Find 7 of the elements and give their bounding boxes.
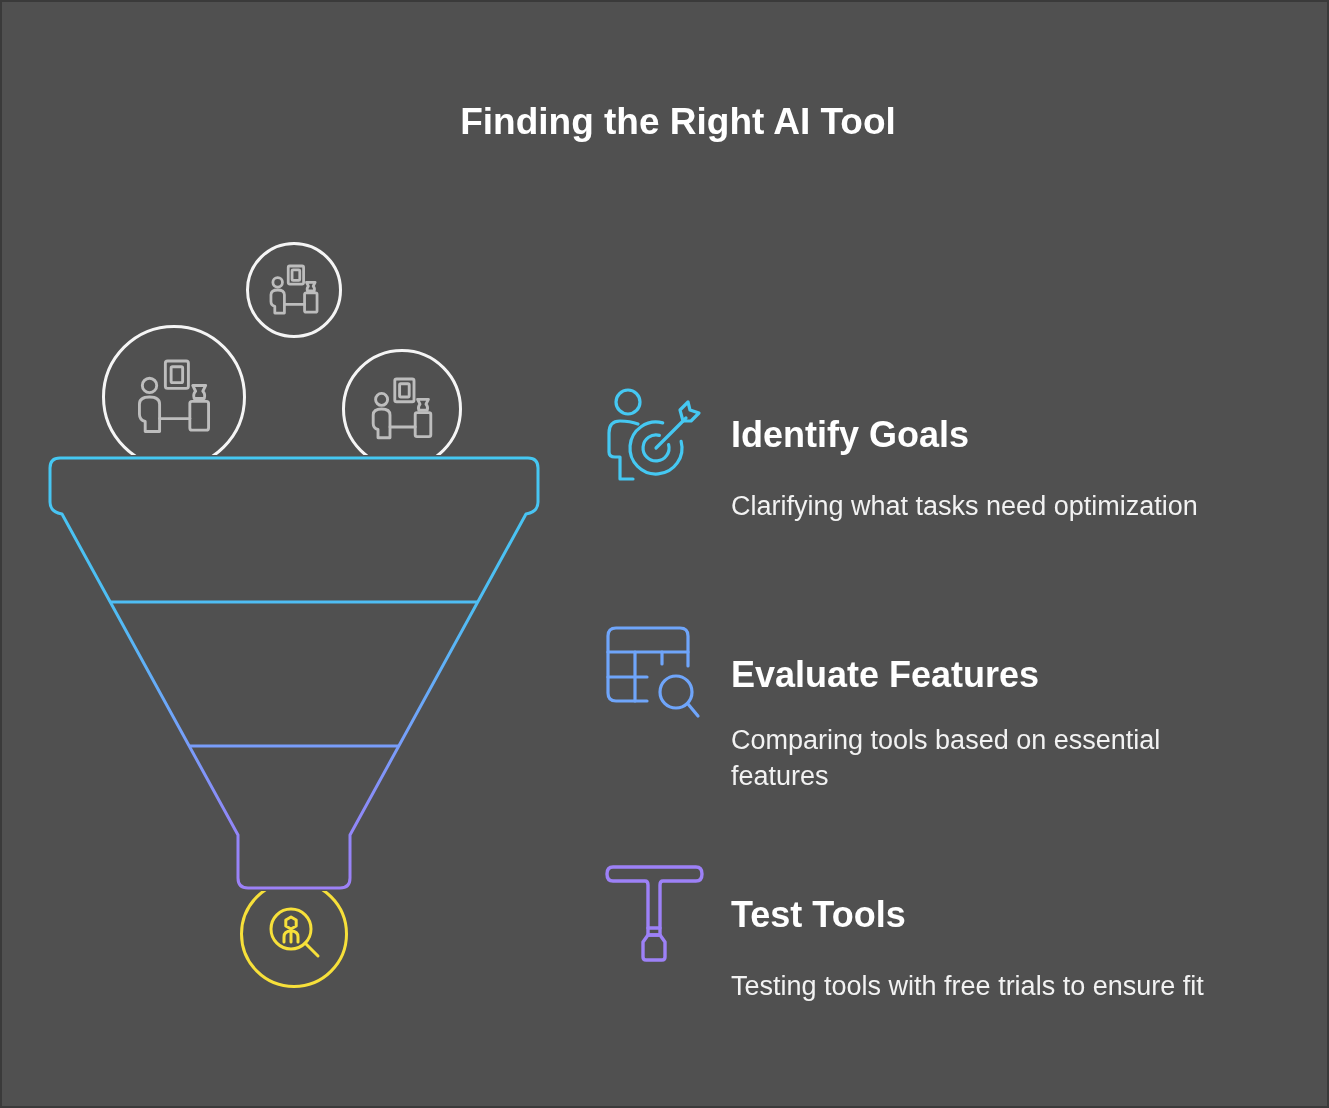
step-description: Testing tools with free trials to ensure fit: [731, 970, 1204, 1003]
step-heading: Test Tools: [731, 893, 906, 937]
step-description: Comparing tools based on essential features: [731, 724, 1162, 793]
step-heading: Evaluate Features: [731, 653, 1040, 697]
step-description: Clarifying what tasks need optimization: [731, 490, 1198, 523]
step-heading: Identify Goals: [731, 413, 970, 457]
title: Finding the Right AI Tool: [460, 100, 896, 144]
